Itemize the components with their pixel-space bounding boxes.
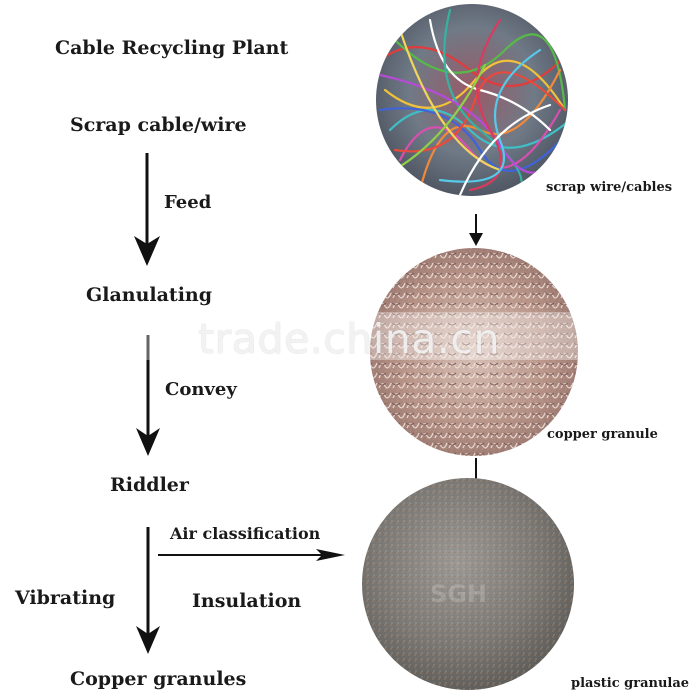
watermark-band — [0, 312, 700, 360]
arrow-vibrating — [136, 527, 160, 654]
arrow-feed — [134, 153, 160, 266]
copper-granule-photo — [370, 248, 578, 456]
label-air-classification: Air classification — [170, 524, 321, 543]
diagram-title: Cable Recycling Plant — [55, 37, 289, 59]
step-granulating: Glanulating — [86, 284, 213, 306]
label-insulation: Insulation — [192, 590, 302, 612]
watermark-text: trade.china.cn — [198, 315, 500, 363]
caption-copper-granule: copper granule — [547, 427, 658, 442]
caption-plastic-granulae: plastic granulae — [571, 676, 690, 691]
arrow-wire-to-copper — [469, 214, 483, 246]
plastic-granulae-photo: SGH — [362, 478, 574, 690]
step-riddler: Riddler — [110, 474, 189, 496]
scrap-wire-photo — [376, 4, 568, 196]
svg-text:SGH: SGH — [430, 580, 487, 608]
label-feed: Feed — [164, 192, 212, 213]
label-convey: Convey — [165, 379, 237, 400]
caption-scrap-wire: scrap wire/cables — [546, 180, 673, 195]
arrow-air-classification — [158, 549, 345, 561]
label-vibrating: Vibrating — [15, 587, 116, 609]
step-copper-granules: Copper granules — [70, 668, 247, 690]
arrow-convey — [136, 335, 160, 456]
step-scrap-cable: Scrap cable/wire — [70, 114, 247, 136]
